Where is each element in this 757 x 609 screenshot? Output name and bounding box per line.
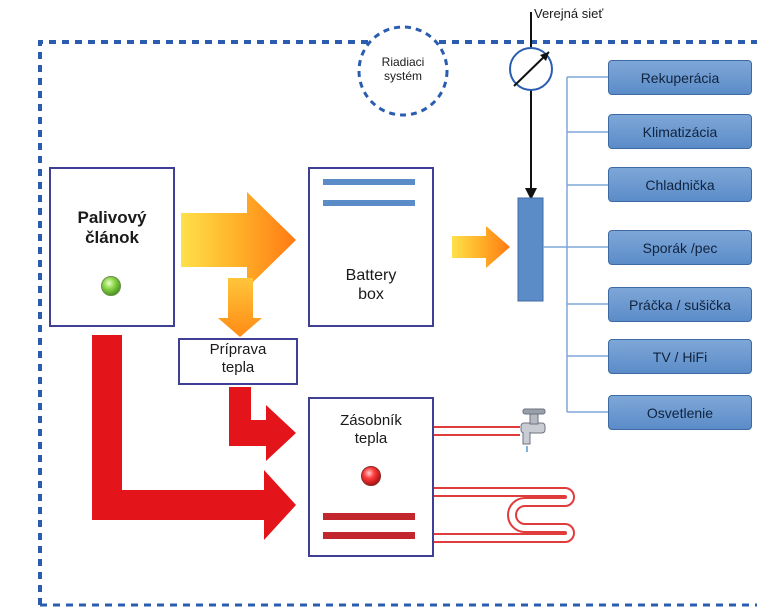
battery-label: Battery box xyxy=(345,267,397,304)
storage-bar-bottom xyxy=(323,532,415,539)
home-boundary xyxy=(38,40,757,605)
battery-box xyxy=(308,167,434,327)
hot-water-pipe xyxy=(433,426,520,436)
grid-label: Verejná sieť xyxy=(534,6,604,21)
load-klimatizacia: Klimatizácia xyxy=(608,114,752,149)
power-arrow-bus xyxy=(452,226,510,268)
fuel-cell-label: Palivový článok xyxy=(77,208,147,248)
control-system-label: Riadiaci systém xyxy=(381,55,425,84)
load-sporak-pec: Sporák /pec xyxy=(608,230,752,265)
distribution-lines xyxy=(543,76,608,413)
faucet-icon xyxy=(520,408,546,452)
load-rekuperacia: Rekuperácia xyxy=(608,60,752,95)
distribution-bus xyxy=(517,197,544,302)
heat-prep-label: Príprava tepla xyxy=(209,341,267,376)
grid-arrow-head xyxy=(525,188,537,200)
green-led-icon xyxy=(101,276,121,296)
floor-heating-coil xyxy=(433,487,575,543)
battery-bar-top xyxy=(323,179,415,185)
battery-bar-bottom xyxy=(323,200,415,206)
heat-arrow-prep xyxy=(229,387,296,461)
fuel-cell-box xyxy=(49,167,175,327)
load-chladnicka: Chladnička xyxy=(608,167,752,202)
load-tv-hifi: TV / HiFi xyxy=(608,339,752,374)
red-led-icon xyxy=(361,466,381,486)
storage-bar-top xyxy=(323,513,415,520)
power-arrow-down xyxy=(218,278,262,337)
meter-icon xyxy=(509,47,553,91)
load-pracka-susicka: Práčka / sušička xyxy=(608,287,752,322)
heat-prep-box xyxy=(178,338,298,385)
heat-arrow-fuelcell xyxy=(92,335,296,540)
load-osvetlenie: Osvetlenie xyxy=(608,395,752,430)
heat-storage-label: Zásobník tepla xyxy=(340,412,402,447)
control-system-circle xyxy=(357,25,449,117)
power-arrow-main xyxy=(181,192,296,288)
